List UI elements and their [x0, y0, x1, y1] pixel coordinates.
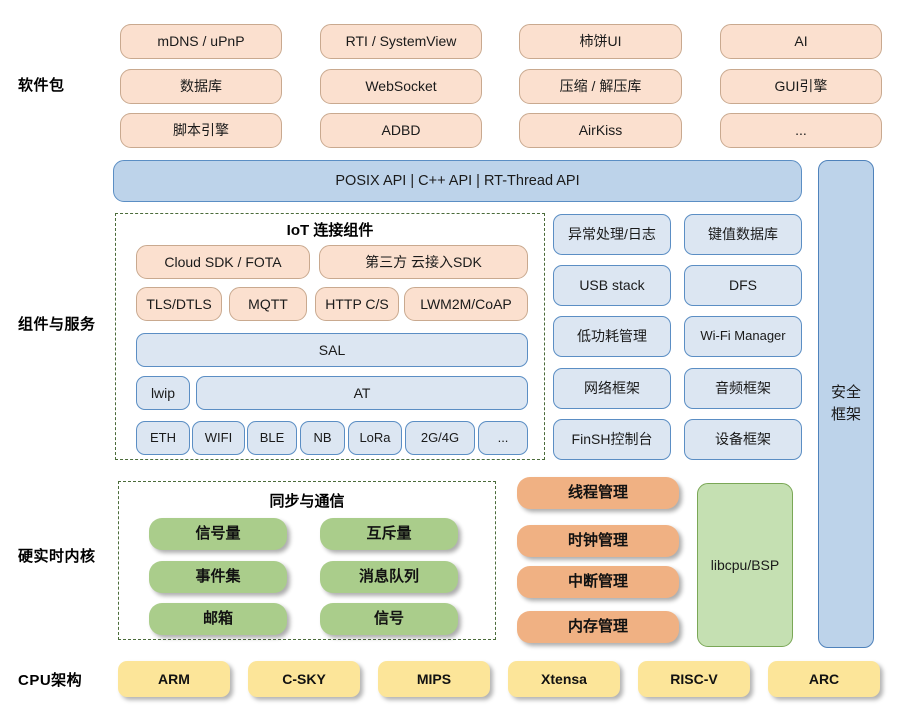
- kernel-sync-box[interactable]: 事件集: [149, 561, 287, 593]
- kernel-sync-box[interactable]: 信号量: [149, 518, 287, 550]
- package-box[interactable]: ...: [720, 113, 882, 148]
- iot-sal-box[interactable]: SAL: [136, 333, 528, 367]
- iot-link-box[interactable]: BLE: [247, 421, 297, 455]
- cpu-arch-box[interactable]: RISC-V: [638, 661, 750, 697]
- cpu-arch-box[interactable]: ARC: [768, 661, 880, 697]
- package-box[interactable]: AirKiss: [519, 113, 682, 148]
- iot-box[interactable]: lwip: [136, 376, 190, 410]
- libcpu-bsp-box[interactable]: libcpu/BSP: [697, 483, 793, 647]
- package-box[interactable]: 数据库: [120, 69, 282, 104]
- kernel-management-box[interactable]: 内存管理: [517, 611, 679, 643]
- kernel-sync-box[interactable]: 邮箱: [149, 603, 287, 635]
- package-box[interactable]: 压缩 / 解压库: [519, 69, 682, 104]
- component-box[interactable]: DFS: [684, 265, 802, 306]
- iot-link-box[interactable]: WIFI: [192, 421, 245, 455]
- kernel-management-box[interactable]: 线程管理: [517, 477, 679, 509]
- sync-group-title: 同步与通信: [269, 493, 345, 510]
- iot-group-title: IoT 连接组件: [286, 222, 374, 239]
- iot-link-box[interactable]: ...: [478, 421, 528, 455]
- security-framework-line1: 安全: [830, 384, 861, 402]
- section-label-cpu-architecture: CPU架构: [18, 672, 83, 689]
- package-box[interactable]: 脚本引擎: [120, 113, 282, 148]
- section-label-components-and-services: 组件与服务: [18, 316, 96, 333]
- kernel-management-box[interactable]: 时钟管理: [517, 525, 679, 557]
- iot-box[interactable]: TLS/DTLS: [136, 287, 222, 321]
- iot-box[interactable]: LWM2M/CoAP: [404, 287, 528, 321]
- kernel-management-box[interactable]: 中断管理: [517, 566, 679, 598]
- section-label-hard-realtime-kernel: 硬实时内核: [18, 548, 96, 565]
- component-box[interactable]: 低功耗管理: [553, 316, 671, 357]
- iot-box[interactable]: HTTP C/S: [315, 287, 399, 321]
- iot-box[interactable]: Cloud SDK / FOTA: [136, 245, 310, 279]
- component-box[interactable]: 音频框架: [684, 368, 802, 409]
- component-box[interactable]: 设备框架: [684, 419, 802, 460]
- component-box[interactable]: 网络框架: [553, 368, 671, 409]
- iot-box[interactable]: MQTT: [229, 287, 307, 321]
- package-box[interactable]: mDNS / uPnP: [120, 24, 282, 59]
- api-bar: POSIX API | C++ API | RT-Thread API: [113, 160, 802, 202]
- component-box[interactable]: FinSH控制台: [553, 419, 671, 460]
- package-box[interactable]: 柿饼UI: [519, 24, 682, 59]
- component-box[interactable]: Wi-Fi Manager: [684, 316, 802, 357]
- sync-group-frame: [118, 481, 496, 640]
- kernel-sync-box[interactable]: 信号: [320, 603, 458, 635]
- iot-link-box[interactable]: LoRa: [348, 421, 402, 455]
- iot-link-box[interactable]: ETH: [136, 421, 190, 455]
- kernel-sync-box[interactable]: 互斥量: [320, 518, 458, 550]
- iot-link-box[interactable]: 2G/4G: [405, 421, 475, 455]
- package-box[interactable]: WebSocket: [320, 69, 482, 104]
- package-box[interactable]: GUI引擎: [720, 69, 882, 104]
- security-framework-line2: 框架: [830, 406, 861, 423]
- cpu-arch-box[interactable]: Xtensa: [508, 661, 620, 697]
- cpu-arch-box[interactable]: MIPS: [378, 661, 490, 697]
- package-box[interactable]: ADBD: [320, 113, 482, 148]
- package-box[interactable]: RTI / SystemView: [320, 24, 482, 59]
- section-label-software-packages: 软件包: [18, 77, 65, 94]
- cpu-arch-box[interactable]: C-SKY: [248, 661, 360, 697]
- iot-link-box[interactable]: NB: [300, 421, 345, 455]
- package-box[interactable]: AI: [720, 24, 882, 59]
- kernel-sync-box[interactable]: 消息队列: [320, 561, 458, 593]
- component-box[interactable]: 键值数据库: [684, 214, 802, 255]
- cpu-arch-box[interactable]: ARM: [118, 661, 230, 697]
- iot-box[interactable]: AT: [196, 376, 528, 410]
- iot-box[interactable]: 第三方 云接入SDK: [319, 245, 528, 279]
- component-box[interactable]: USB stack: [553, 265, 671, 306]
- iot-group-frame: [115, 213, 545, 460]
- component-box[interactable]: 异常处理/日志: [553, 214, 671, 255]
- security-framework-column: 安全 框架: [818, 160, 874, 648]
